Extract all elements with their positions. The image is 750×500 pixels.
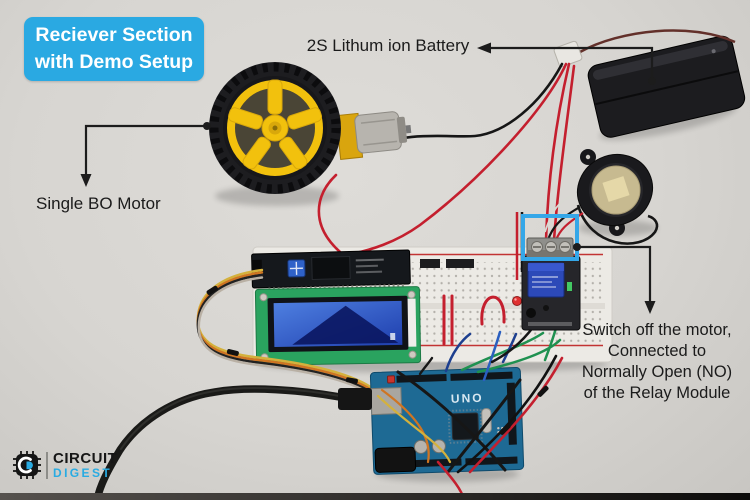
arduino-uno-label: UNO <box>451 391 484 406</box>
speaker <box>544 149 659 245</box>
arrow-left-icon <box>477 42 491 54</box>
logo-text-circuit: CIRCUIT <box>53 450 118 467</box>
battery-red-wire <box>350 62 568 256</box>
relay-annotation-arrow <box>573 243 656 314</box>
breadboard-component <box>420 259 440 268</box>
red-led <box>512 296 522 306</box>
tire-tread <box>209 62 341 194</box>
relay-module <box>521 237 581 331</box>
i2c-backpack <box>251 249 411 292</box>
logo-wordmark: CIRCUIT DIGEST <box>53 451 117 479</box>
relay-led <box>567 282 572 291</box>
speaker-wire <box>576 204 659 245</box>
title-badge: Reciever Section with Demo Setup <box>24 17 204 81</box>
logo-divider <box>46 451 48 479</box>
breadboard-component <box>446 259 474 268</box>
lcd-display <box>254 286 422 366</box>
speaker-cone-patch <box>602 176 630 202</box>
wheel-spokes <box>227 79 323 170</box>
badge-line2: with Demo Setup <box>34 51 194 73</box>
circuitdigest-logo: CIRCUIT DIGEST <box>12 450 117 480</box>
wheel <box>209 62 341 194</box>
relay-label-line1: Switch off the motor, <box>582 321 732 339</box>
relay-label: Switch off the motor, Connected to Norma… <box>566 320 748 404</box>
terminal-screws <box>531 241 571 253</box>
bo-motor <box>335 111 412 160</box>
relay-label-line3: Normally Open (NO) <box>581 363 733 381</box>
power-wires <box>350 62 576 256</box>
logo-text-digest: DIGEST <box>53 466 113 480</box>
i2c-chip <box>311 255 351 280</box>
motor-label: Single BO Motor <box>36 194 161 213</box>
motor-red-wire <box>317 173 342 254</box>
capacitor <box>413 439 428 454</box>
battery-annotation-arrow <box>477 42 656 85</box>
cable-tie <box>499 423 511 435</box>
relay-label-line2: Connected to <box>607 342 707 360</box>
speaker-wire <box>546 206 581 241</box>
usb-cable <box>93 385 344 500</box>
cable-tie <box>345 377 358 384</box>
red-jumper-arc <box>480 295 506 326</box>
highlight-box <box>521 214 579 261</box>
cable-tie <box>226 349 239 356</box>
chip-cd-icon <box>13 451 41 479</box>
arrow-down-icon <box>80 174 92 187</box>
reset-button <box>386 375 396 384</box>
relay-label-line4: of the Relay Module <box>583 384 731 402</box>
pin-header <box>450 371 513 381</box>
arrow-down-icon <box>644 301 656 314</box>
cable-tie <box>537 385 549 397</box>
power-jack <box>374 446 417 473</box>
relay-red-wire <box>552 64 576 242</box>
bottom-edge-bar <box>0 493 750 500</box>
jumper-bundle <box>196 268 375 397</box>
badge-line1: Reciever Section <box>35 24 193 46</box>
speaker-wire <box>544 195 573 233</box>
battery-pack <box>553 29 746 138</box>
motor-annotation-arrow <box>80 122 211 187</box>
cable-tie <box>206 285 218 295</box>
relay-red-wire <box>544 62 571 242</box>
annotation-arrows <box>80 42 656 314</box>
usb-plug <box>338 388 372 410</box>
battery-label: 2S Lithum ion Battery <box>306 36 470 55</box>
battery-wire <box>579 29 736 54</box>
